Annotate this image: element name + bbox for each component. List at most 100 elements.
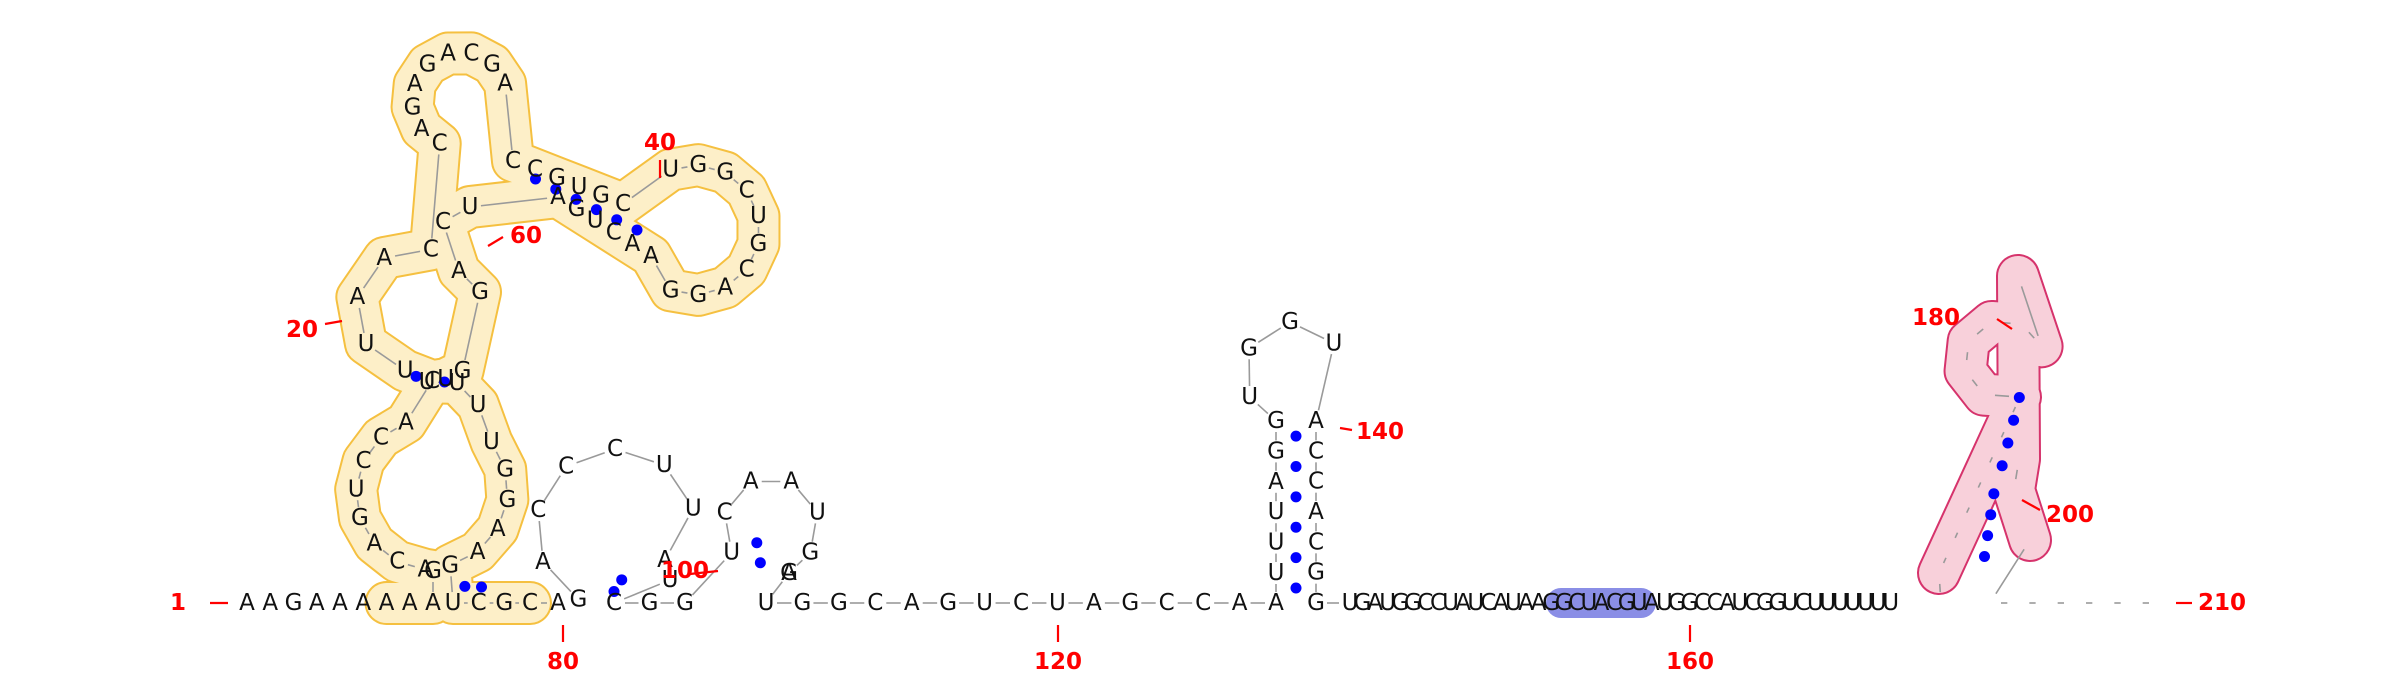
nucleotide-98: G (830, 590, 848, 616)
nucleotide-97: G (794, 590, 812, 616)
base-pair-dot (754, 557, 766, 569)
nucleotide-16: C (355, 448, 371, 474)
nucleotide-81: U (656, 452, 673, 478)
base-pair-dot (530, 173, 541, 185)
nucleotide-26: A (414, 116, 430, 142)
backbone-bond (623, 583, 661, 600)
nucleotide-142: A (1518, 590, 1534, 616)
nucleotide-138: U (1467, 590, 1484, 616)
nucleotide-69: A (470, 539, 486, 565)
base-pair-dot (590, 204, 602, 216)
nucleotide-38: G (592, 182, 610, 208)
nucleotide-99: C (867, 590, 883, 616)
backbone-bond (431, 154, 440, 239)
nucleotide-150: G (1618, 590, 1636, 616)
nucleotide-2: A (262, 590, 278, 616)
backbone-bond (362, 266, 379, 289)
nucleotide-158: A (1719, 590, 1735, 616)
nucleotide-125: C (1308, 529, 1324, 555)
position-label-200: 200 (2046, 502, 2094, 528)
nucleotide-105: A (1086, 590, 1102, 616)
backbone-bond (369, 445, 376, 453)
base-pair-dot (459, 580, 471, 592)
nucleotide-92: U (809, 500, 826, 526)
backbone-bond (452, 211, 461, 218)
nucleotide-45: G (750, 231, 768, 257)
nucleotide-100: A (904, 590, 920, 616)
nucleotide-117: U (1241, 384, 1258, 410)
nucleotide-84: U (662, 567, 679, 593)
backbone-bond (2020, 286, 2039, 337)
backbone-bond (1971, 379, 1978, 387)
nucleotide-90: A (743, 468, 759, 494)
nucleotide-72: C (471, 590, 487, 616)
nucleotide-134: C (1417, 590, 1433, 616)
nucleotide-48: G (689, 282, 707, 308)
backbone-bond (796, 559, 803, 566)
backbone-bond (450, 576, 453, 593)
nucleotide-137: A (1455, 590, 1471, 616)
nucleotide-25: C (432, 131, 448, 157)
backbone-bond (725, 523, 731, 542)
nucleotide-109: A (1232, 590, 1248, 616)
nucleotide-169: U (1857, 590, 1874, 616)
backbone-bond (356, 500, 360, 508)
position-tick-140 (1339, 426, 1353, 432)
base-pair-dot (2008, 414, 2020, 426)
backbone-bond (733, 275, 739, 282)
nucleotide-139: C (1480, 590, 1496, 616)
nucleotide-44: U (750, 203, 767, 229)
base-pair-dot (1979, 551, 1990, 562)
base-pair-dot (751, 537, 763, 549)
nucleotide-151: U (1631, 590, 1648, 616)
nucleotide-19: C (424, 368, 440, 394)
backbone-bond (2012, 406, 2017, 413)
nucleotide-144: G (1542, 590, 1560, 616)
nucleotide-149: C (1606, 590, 1622, 616)
backbone-bond (2000, 431, 2005, 438)
backbone-bond (1965, 352, 1969, 361)
nucleotide-168: U (1845, 590, 1862, 616)
nucleotide-123: C (1308, 469, 1324, 495)
backbone-bond (538, 520, 543, 551)
nucleotide-145: G (1555, 590, 1573, 616)
nucleotide-115: G (1267, 438, 1285, 464)
backbone-bond (1977, 482, 1982, 488)
nucleotide-163: U (1782, 590, 1799, 616)
position-label-80: 80 (547, 649, 579, 675)
backbone-bond (733, 178, 739, 185)
backbone-bond (364, 527, 370, 535)
nucleotide-70: G (441, 552, 459, 578)
nucleotide-83: A (657, 547, 673, 573)
nucleotide-153: U (1656, 590, 1673, 616)
nucleotide-60: G (454, 358, 472, 384)
nucleotide-75: A (550, 590, 566, 616)
nucleotide-79: C (558, 453, 574, 479)
nucleotide-120: U (1326, 330, 1343, 356)
base-pair-dot (2002, 437, 2014, 449)
backbone-bond (459, 555, 469, 562)
nucleotide-51: A (625, 231, 641, 257)
position-label-140: 140 (1356, 419, 1404, 445)
backbone-bond (681, 291, 688, 294)
nucleotide-52: C (606, 219, 622, 245)
nucleotide-93: G (801, 540, 819, 566)
nucleotide-156: C (1694, 590, 1710, 616)
position-label-40: 40 (644, 130, 676, 156)
nucleotide-126: G (1307, 560, 1325, 586)
backbone-bond (480, 197, 548, 207)
nucleotide-67: G (498, 487, 516, 513)
nucleotide-94: A (781, 560, 797, 586)
backbone-bond (500, 509, 505, 519)
nucleotide-152: A (1644, 590, 1660, 616)
backbone-bond (464, 302, 479, 361)
nucleotide-101: G (939, 590, 957, 616)
backbone-bond (625, 451, 655, 463)
nucleotide-65: U (483, 429, 500, 455)
position-label-20: 20 (286, 317, 318, 343)
position-tick-180 (1996, 318, 2013, 330)
nucleotide-14: G (351, 505, 369, 531)
nucleotide-73: G (495, 590, 513, 616)
backbone-bond (390, 427, 397, 433)
